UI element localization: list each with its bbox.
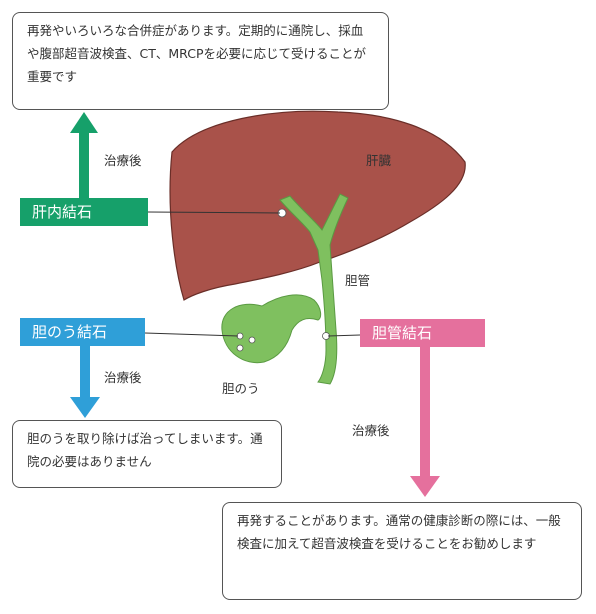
stone-gallbladder-2 — [248, 336, 256, 344]
intrahepatic-note-box: 再発やいろいろな合併症があります。定期的に通院し、採血や腹部超音波検査、CT、M… — [12, 12, 389, 110]
bileduct-note-text: 再発することがあります。通常の健康診断の際には、一般検査に加えて超音波検査を受け… — [237, 513, 561, 551]
stone-gallbladder-3 — [236, 344, 244, 352]
bileduct-note-box: 再発することがあります。通常の健康診断の際には、一般検査に加えて超音波検査を受け… — [222, 502, 582, 600]
label-bileduct: 胆管結石 — [360, 319, 485, 347]
organ-liver-label: 肝臓 — [366, 153, 392, 168]
bile-duct-shape — [279, 193, 349, 385]
organ-gallbladder-label: 胆のう — [222, 381, 260, 396]
after-treatment-1: 治療後 — [104, 153, 142, 168]
arrow-intrahepatic — [70, 112, 98, 198]
arrow-bileduct — [410, 347, 440, 497]
gallbladder-note-text: 胆のうを取り除けば治ってしまいます。通院の必要はありません — [27, 431, 263, 469]
gallbladder-shape — [221, 294, 322, 364]
label-gallbladder: 胆のう結石 — [20, 318, 145, 346]
leader-gallbladder — [144, 332, 239, 337]
after-treatment-2: 治療後 — [104, 370, 142, 385]
intrahepatic-note-text: 再発やいろいろな合併症があります。定期的に通院し、採血や腹部超音波検査、CT、M… — [27, 23, 366, 84]
leader-intrahepatic — [147, 211, 281, 214]
after-treatment-3: 治療後 — [352, 423, 390, 438]
leader-bileduct — [327, 334, 361, 337]
label-intrahepatic: 肝内結石 — [20, 198, 148, 226]
arrow-gallbladder — [70, 346, 100, 418]
gallbladder-note-box: 胆のうを取り除けば治ってしまいます。通院の必要はありません — [12, 420, 282, 488]
organ-bileduct-label: 胆管 — [345, 273, 371, 288]
liver-shape — [169, 110, 466, 301]
